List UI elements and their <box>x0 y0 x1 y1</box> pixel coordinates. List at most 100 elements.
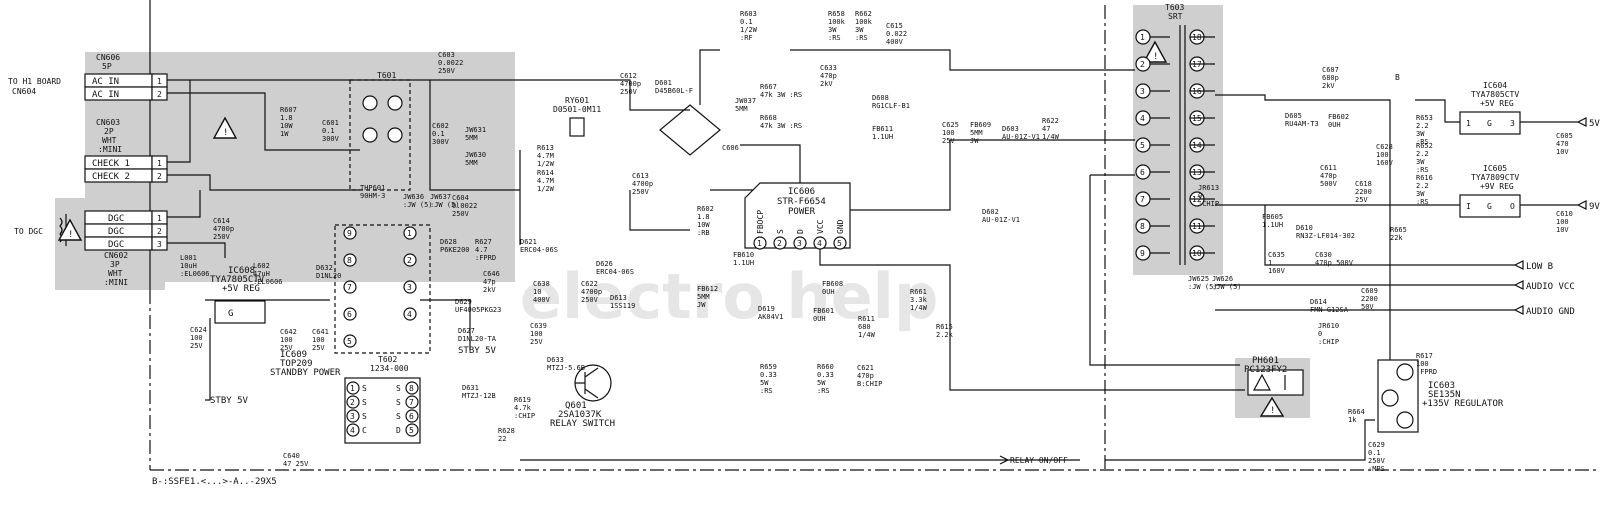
t602-pin-num-9: 9 <box>347 229 352 238</box>
ic606-pin-2 <box>773 236 787 250</box>
label-c606: C606 <box>722 144 739 152</box>
ic609-pin-7 <box>405 395 419 409</box>
ic609-pin-4 <box>346 423 360 437</box>
ic606-pin-name-2: S <box>776 229 785 234</box>
ic609-pin-num-5: 5 <box>409 426 414 435</box>
ic606-pin-num-5: 5 <box>837 239 842 248</box>
cn602-pin1-label: DGC <box>108 214 124 224</box>
ic606-desc: POWER <box>788 207 816 217</box>
check-line-1 <box>167 80 191 163</box>
t602-pin-5 <box>343 334 357 348</box>
ic609-pin-1 <box>346 381 360 395</box>
stby-5v-out-label: STBY 5V <box>210 396 249 406</box>
ic609-pin-num-2: 2 <box>350 398 355 407</box>
t603-pin-num-4: 4 <box>1140 114 1145 123</box>
warning-icon-photocoupler <box>1259 396 1285 417</box>
ic608-desc: +5V REG <box>222 284 260 294</box>
t602-pin-8 <box>343 253 357 267</box>
t603-pin-num-9: 9 <box>1140 249 1145 258</box>
cn602-num2: 2 <box>157 227 162 236</box>
t603-pin-num-7: 7 <box>1140 195 1145 204</box>
ic605-ref: IC605 <box>1483 164 1507 173</box>
cn603-pin2-label: CHECK 2 <box>92 172 130 182</box>
bridge-input <box>629 100 690 231</box>
t602-pin-9 <box>343 226 357 240</box>
cn602-pin3-label: DGC <box>108 240 124 250</box>
ic609-part: TOP209 <box>280 359 313 369</box>
sec-bplus <box>1215 94 1391 360</box>
stby-5v-rail-label: STBY 5V <box>458 346 497 356</box>
ph601-body <box>1247 369 1304 396</box>
ic604-desc: +5V REG <box>1480 99 1514 108</box>
ic609-pin-letter-r5: D <box>396 426 401 435</box>
t603-pin-num-8: 8 <box>1140 222 1145 231</box>
ic606-pin-num-2: 2 <box>777 239 782 248</box>
out-audio-gnd-label: AUDIO GND <box>1526 307 1575 317</box>
out-audio-gnd-arrow <box>1513 305 1524 315</box>
warning-icon-photocoupler-mark: ! <box>1270 406 1275 416</box>
to-h1-label: TO H1 BOARD <box>8 77 61 86</box>
ic609-pin-letter-l1: S <box>362 384 367 393</box>
t602-pin-num-6: 6 <box>347 310 352 319</box>
ic603-pin-2 <box>1381 389 1399 407</box>
ic604-pin-in: 1 <box>1466 119 1471 128</box>
ic609-pin-6 <box>405 409 419 423</box>
ic609-pin-8 <box>405 381 419 395</box>
ic606-pin-1 <box>753 236 767 250</box>
ic608-part: TYA7805CTV <box>210 275 265 285</box>
cn603-spec-3: :MINI <box>98 145 122 154</box>
t603-pin-num-2: 2 <box>1140 60 1145 69</box>
cn606-pin2-label: AC IN <box>92 90 119 100</box>
t603-ref: T603 <box>1165 3 1184 12</box>
ic603-body <box>1377 359 1419 433</box>
ic609-pin-letter-l4: C <box>362 426 367 435</box>
t602-pin-num-7: 7 <box>347 283 352 292</box>
ic606-pin-name-4: VCC <box>816 219 825 234</box>
ic604-pin-out: 3 <box>1510 119 1515 128</box>
cn606-spec: 5P <box>102 62 112 71</box>
ic609-pin-letter-l3: S <box>362 412 367 421</box>
t602-pin-2 <box>403 253 417 267</box>
label-jw626: JW626:JW (5) <box>1212 275 1242 291</box>
ic609-pin-letter-r8: S <box>396 384 401 393</box>
ic606-pin-num-1: 1 <box>757 239 762 248</box>
t601-ref: T601 <box>377 71 396 80</box>
stby-line <box>205 299 471 401</box>
ic605-desc: +9V REG <box>1480 182 1514 191</box>
ic604-ref: IC604 <box>1483 81 1507 90</box>
ic605-body <box>1459 194 1521 218</box>
t602-pin-6 <box>343 307 357 321</box>
cn606-pin1-label: AC IN <box>92 77 119 87</box>
ic606-part: STR-F6654 <box>777 197 826 207</box>
label-jw636: JW636:JW (5) <box>403 193 433 209</box>
to-h1-cn-label: CN604 <box>12 87 36 96</box>
